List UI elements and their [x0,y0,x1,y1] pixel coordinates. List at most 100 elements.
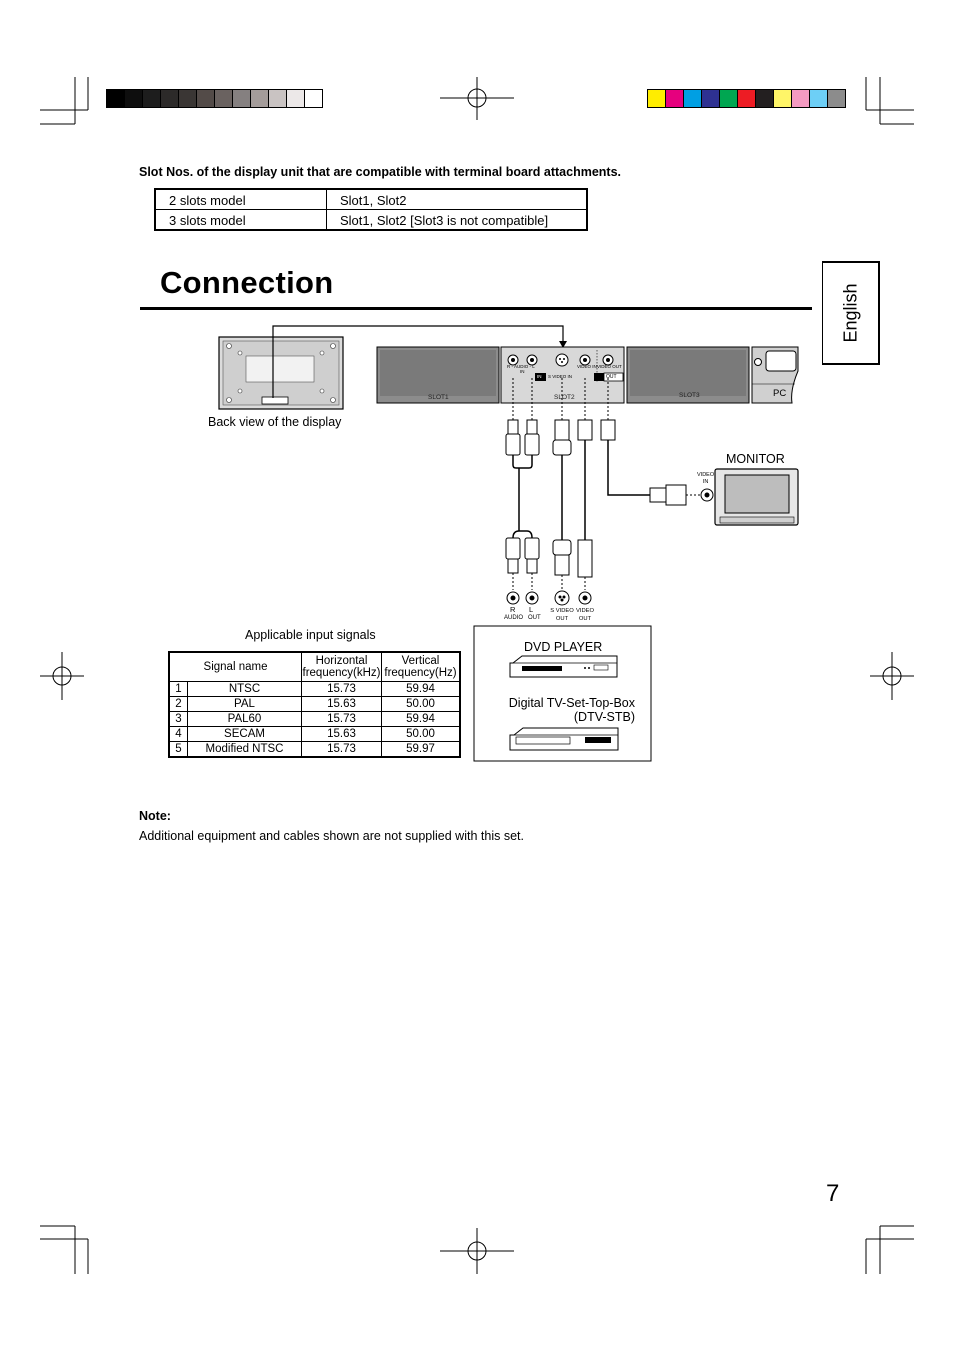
gray-swatch [287,90,305,107]
jack-svideo-label: S VIDEO OUT [550,607,574,623]
monitor-plug [649,484,714,506]
slot1-panel [376,346,500,404]
jack-svideo-out-text: OUT [555,616,569,622]
gray-swatch [197,90,215,107]
dtv-stb-line2: (DTV-STB) [573,710,635,724]
gray-swatch [125,90,143,107]
slots-cell: Slot1, Slot2 [Slot3 is not compatible] [326,209,588,231]
vertical-header-line1: Vertical [401,655,440,667]
color-swatch [792,90,810,107]
gray-swatch [269,90,287,107]
gray-calibration-bar [106,89,323,108]
vertical-freq: 59.97 [381,741,461,758]
top-plugs [505,378,616,456]
dvd-player-illustration [509,655,618,678]
table-row: 2 slots model Slot1, Slot2 [154,188,588,210]
gray-swatch [107,90,125,107]
model-cell: 3 slots model [154,209,327,231]
color-swatch [702,90,720,107]
dvd-player-label: DVD PLAYER [524,640,603,654]
panel-video-out-label: VIDEO OUT [597,364,622,369]
jack-video-label: VIDEO OUT [574,607,596,623]
color-swatch [738,90,756,107]
jack-out-label: OUT [528,615,541,621]
monitor-video-text: VIDEO [697,472,715,478]
row-number: 3 [168,711,188,727]
horizontal-freq: 15.73 [301,681,382,697]
note-title: Note: [139,809,171,823]
slot3-panel [626,346,750,404]
monitor-label: MONITOR [726,452,785,466]
signals-caption: Applicable input signals [245,628,376,642]
vertical-freq: 50.00 [381,696,461,712]
dtv-stb-illustration [509,727,619,751]
color-swatch [828,90,845,107]
color-swatch [756,90,774,107]
horizontal-header: Horizontal frequency(kHz) [301,651,382,682]
jack-r-label: R [510,605,516,614]
back-view-label: Back view of the display [208,415,342,429]
color-swatch [666,90,684,107]
gray-swatch [305,90,322,107]
language-tab: English [822,261,880,365]
monitor [714,468,799,526]
vertical-freq: 59.94 [381,711,461,727]
horizontal-freq: 15.63 [301,726,382,742]
registration-mark-left [40,652,84,700]
page-title: Connection [160,265,334,300]
registration-mark-bottom [440,1228,514,1274]
monitor-in-text: IN [702,479,709,485]
table-row: 2 PAL 15.63 50.00 [168,696,461,712]
gray-swatch [143,90,161,107]
vertical-freq: 50.00 [381,726,461,742]
horizontal-freq: 15.73 [301,741,382,758]
in-badge: IN [537,374,542,379]
title-divider [140,307,812,310]
out-badge: OUT [606,374,617,380]
table-row: 3 PAL60 15.73 59.94 [168,711,461,727]
gray-swatch [161,90,179,107]
horizontal-header-line2: frequency(kHz) [302,667,381,679]
registration-mark-right [870,652,914,700]
panel-video-in-label: VIDEO IN [577,364,597,369]
vertical-freq: 59.94 [381,681,461,697]
vertical-header: Vertical frequency(Hz) [381,651,461,682]
panel-in-label: IN [520,369,525,374]
table-header-row: Signal name Horizontal frequency(kHz) Ve… [168,651,461,682]
table-row: 4 SECAM 15.63 50.00 [168,726,461,742]
slot-heading: Slot Nos. of the display unit that are c… [139,165,622,179]
gray-swatch [215,90,233,107]
dtv-stb-line1: Digital TV-Set-Top-Box [508,696,635,710]
row-number: 1 [168,681,188,697]
gray-swatch [233,90,251,107]
color-swatch [684,90,702,107]
panel-svideo-in-label: S VIDEO IN [548,374,573,379]
pc-port [751,346,799,404]
row-number: 2 [168,696,188,712]
slot1-label: SLOT1 [428,394,449,401]
source-jacks [506,590,592,606]
horizontal-header-line1: Horizontal [315,655,368,667]
signals-table: Signal name Horizontal frequency(kHz) Ve… [168,651,461,758]
color-swatch [810,90,828,107]
slot2-label: SLOT2 [554,394,575,401]
horizontal-freq: 15.63 [301,696,382,712]
dtv-stb-label: Digital TV-Set-Top-Box (DTV-STB) [474,696,635,724]
signal-name: PAL [187,696,302,712]
row-number: 4 [168,726,188,742]
signal-name: Modified NTSC [187,741,302,758]
gray-swatch [251,90,269,107]
signal-name: SECAM [187,726,302,742]
jack-audio-label: AUDIO [504,615,524,621]
pc-label: PC [773,388,787,399]
jack-svideo-text: S VIDEO [550,608,574,614]
color-calibration-bar [647,89,846,108]
gray-swatch [179,90,197,107]
color-swatch [774,90,792,107]
slot3-label: SLOT3 [679,392,700,399]
table-row: 5 Modified NTSC 15.73 59.97 [168,741,461,758]
signal-name: NTSC [187,681,302,697]
slot-compatibility-table: 2 slots model Slot1, Slot2 3 slots model… [154,188,588,231]
